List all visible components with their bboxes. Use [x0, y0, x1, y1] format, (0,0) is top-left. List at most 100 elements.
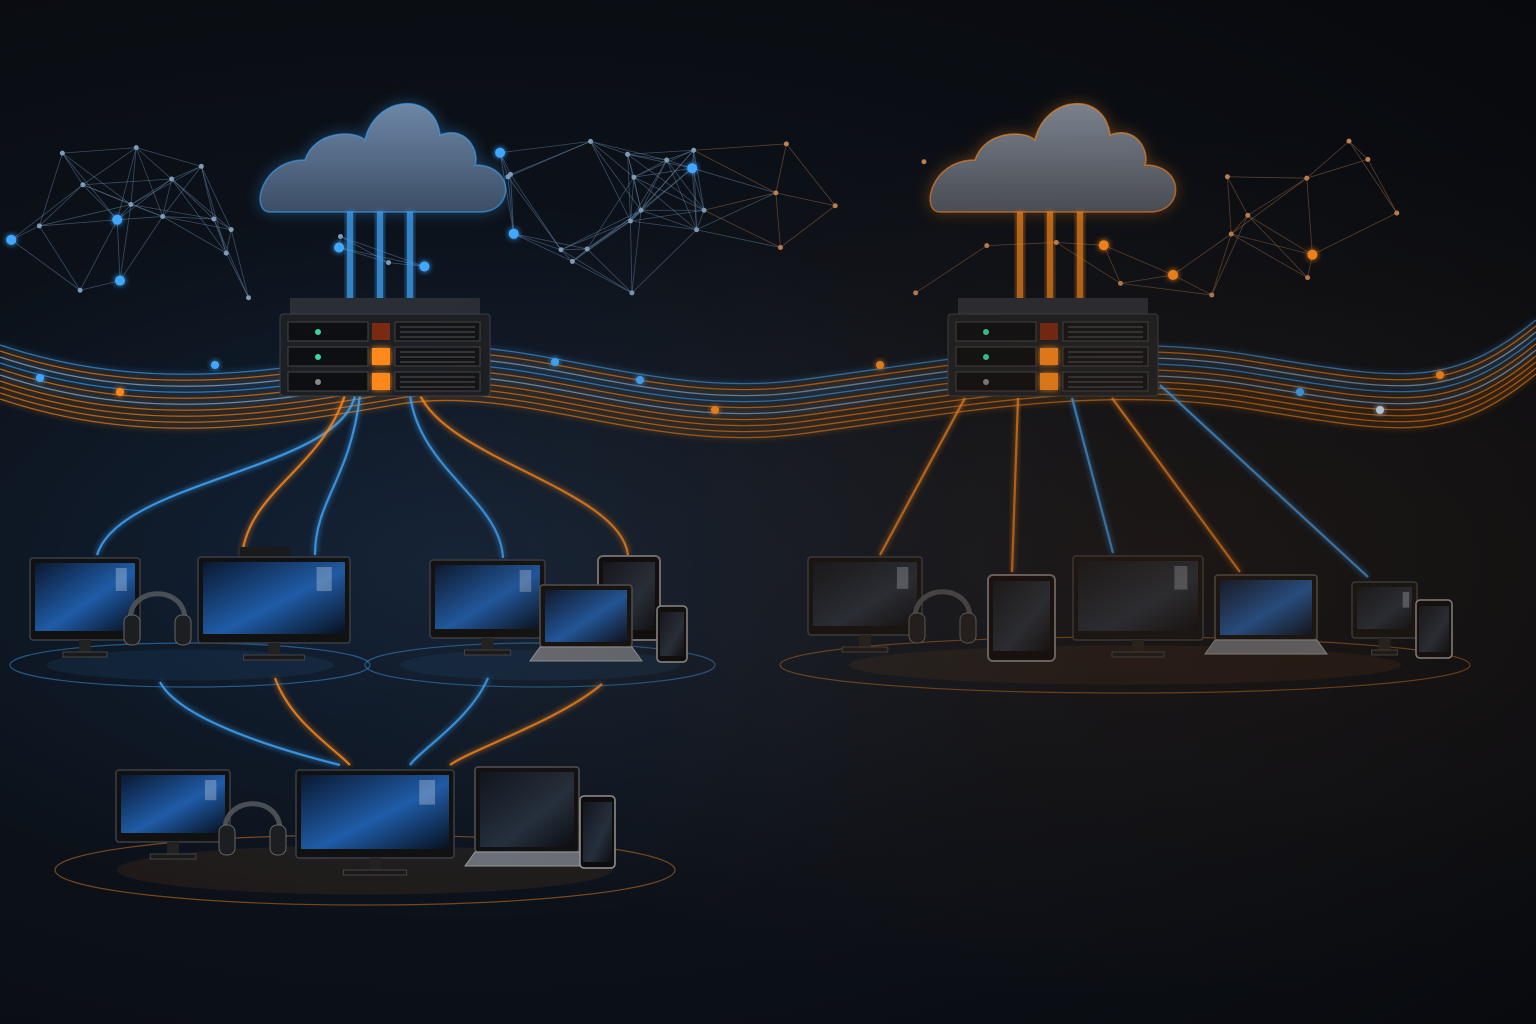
connection-line — [419, 394, 630, 556]
monitor-screen — [121, 775, 225, 833]
mesh-link — [560, 249, 573, 262]
mesh-link — [117, 216, 163, 221]
light-stream — [0, 361, 1536, 427]
mesh-link — [693, 149, 777, 194]
mesh-link — [630, 159, 668, 222]
mesh-link — [39, 204, 131, 227]
mesh-link — [513, 233, 573, 262]
ear-cup — [174, 614, 192, 646]
status-led — [315, 379, 321, 385]
server-bay — [955, 321, 1037, 342]
connection-line — [313, 394, 362, 556]
light-pulse — [636, 376, 644, 384]
screen-window — [316, 567, 332, 592]
headband — [222, 801, 283, 831]
mesh-link — [39, 152, 63, 227]
cloud-uplink — [1017, 212, 1023, 317]
mesh-node — [558, 247, 564, 253]
mesh-node — [1053, 239, 1059, 245]
mesh-link — [200, 166, 227, 254]
mesh-link — [162, 216, 232, 231]
light-stream — [0, 349, 1536, 415]
monitor-screen — [1357, 587, 1412, 629]
mesh-link — [225, 252, 249, 298]
mesh-node — [133, 145, 139, 151]
mesh-link — [130, 178, 172, 205]
mesh-link — [1227, 176, 1249, 216]
server-bay — [955, 346, 1037, 367]
server-bay — [287, 371, 369, 392]
laptop-keyboard — [1204, 639, 1328, 655]
mesh-node — [1117, 280, 1123, 286]
mesh-node — [112, 214, 123, 225]
mesh-link — [1230, 215, 1249, 235]
mesh-link — [130, 165, 202, 205]
mesh-link — [640, 167, 693, 211]
tablet-screen — [993, 581, 1050, 651]
server-bay — [955, 371, 1037, 392]
mesh-node — [694, 227, 700, 233]
drive-light — [1040, 323, 1058, 340]
mesh-link — [560, 249, 633, 294]
mesh-link — [1103, 245, 1121, 284]
drive-light — [1040, 373, 1058, 390]
mesh-link — [507, 176, 562, 250]
cloud-shape — [929, 102, 1177, 213]
monitor-base — [464, 649, 511, 656]
monitor-base — [342, 869, 408, 876]
monitor-icon — [1351, 581, 1418, 656]
ear-cup — [908, 612, 926, 644]
mesh-node — [777, 244, 783, 250]
connection-line — [273, 677, 351, 766]
server-bay — [287, 346, 369, 367]
mesh-link — [560, 209, 642, 251]
monitor-icon — [197, 556, 351, 661]
mesh-node — [36, 223, 42, 229]
mesh-link — [162, 216, 214, 220]
phone-screen — [1419, 606, 1449, 652]
mesh-link — [513, 233, 588, 250]
screen-window — [896, 567, 909, 589]
mesh-link — [640, 209, 697, 231]
monitor-neck — [268, 643, 280, 657]
cloud-uplink — [1047, 212, 1053, 317]
mesh-link — [116, 178, 172, 221]
mesh-node — [1346, 138, 1352, 144]
mesh-node — [664, 157, 670, 163]
connection-line — [1070, 397, 1115, 554]
monitor-screen — [35, 563, 135, 631]
status-led — [983, 329, 989, 335]
mesh-link — [116, 219, 121, 281]
mesh-node — [913, 290, 919, 296]
mesh-link — [775, 143, 787, 193]
mesh-link — [627, 153, 667, 161]
mesh-link — [775, 192, 781, 248]
connection-line — [240, 394, 347, 556]
mesh-link — [590, 140, 667, 161]
mesh-node — [505, 174, 511, 180]
drive-light — [372, 323, 390, 340]
mesh-link — [572, 261, 633, 294]
mesh-node — [1304, 175, 1310, 181]
server-top — [290, 298, 480, 316]
mesh-link — [230, 229, 249, 298]
mesh-link — [213, 218, 227, 254]
monitor-screen — [203, 562, 345, 634]
mesh-link — [11, 225, 40, 241]
monitor-icon — [29, 557, 141, 658]
server-top — [958, 298, 1148, 316]
mesh-link — [130, 204, 214, 220]
light-stream — [0, 367, 1536, 433]
mesh-link — [693, 150, 697, 230]
monitor-base — [149, 853, 197, 860]
mesh-node — [128, 202, 134, 208]
server-bay — [287, 321, 369, 342]
light-pulse — [551, 358, 559, 366]
screen-window — [204, 780, 217, 801]
drive-light — [372, 373, 390, 390]
light-pulse — [36, 374, 44, 382]
mesh-node — [385, 260, 391, 266]
monitor-icon — [429, 559, 546, 656]
monitor-screen — [1078, 561, 1198, 631]
